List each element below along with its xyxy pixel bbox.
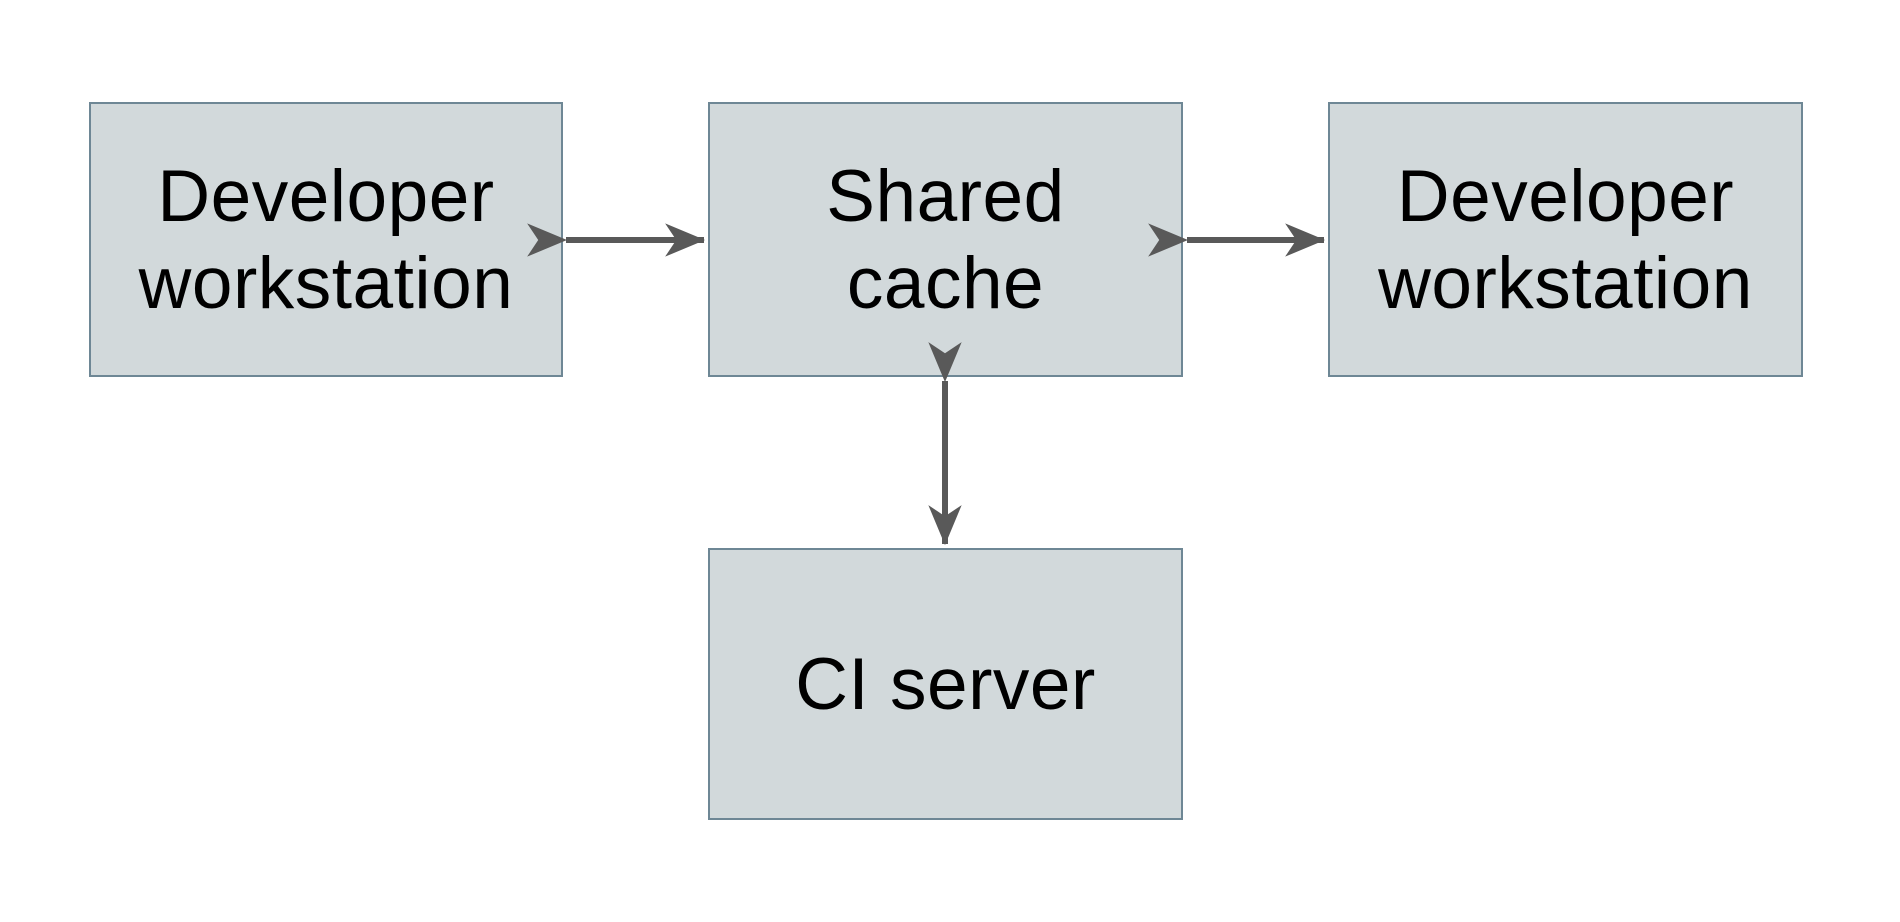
node-label-line: workstation [138, 242, 514, 324]
node-label-line: Developer [157, 155, 495, 237]
node-developer-workstation-right: Developer workstation [1328, 102, 1803, 377]
node-label-line: workstation [1378, 242, 1753, 324]
node-ci-server: CI server [708, 548, 1183, 820]
node-label-line: Developer [1396, 155, 1735, 237]
node-label-line: cache [846, 242, 1045, 324]
node-label-line: Shared [826, 155, 1065, 237]
node-label-line: CI server [795, 643, 1096, 725]
node-shared-cache: Shared cache [708, 102, 1183, 377]
node-developer-workstation-left: Developer workstation [89, 102, 563, 377]
